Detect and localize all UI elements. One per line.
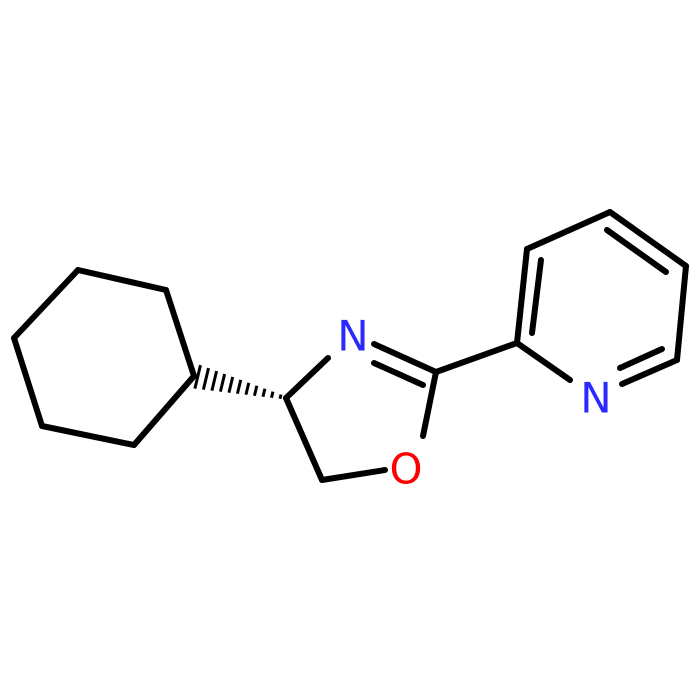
bond-c5-c4 — [283, 395, 325, 483]
stereo-hashed-wedge-bond — [193, 364, 283, 400]
bond-py6-pyn-inner — [617, 346, 665, 371]
bond-pyn-py2 — [514, 340, 573, 383]
bond-py3-py4 — [524, 209, 613, 252]
hash-segment — [235, 379, 243, 395]
bond-cy2 — [163, 287, 197, 379]
bond-n3-c2 — [371, 341, 439, 375]
bond-py4-py5-inner — [604, 227, 669, 275]
hash-segment — [270, 391, 275, 399]
hash-segment — [252, 385, 259, 397]
bond-py2-py3 — [514, 246, 530, 346]
bond-c2-pyridine — [433, 340, 520, 375]
bond-py6-pyn — [619, 357, 680, 387]
bond-c4-n3 — [283, 355, 331, 401]
bond-cy1 — [75, 267, 169, 293]
oxazoline-ring — [283, 341, 439, 483]
bond-py4-py5 — [607, 209, 689, 269]
hash-segment — [227, 376, 235, 394]
atom-label-pyridine-n: N — [580, 374, 611, 423]
hash-segment — [218, 373, 227, 393]
pyridine-ring — [514, 209, 689, 387]
hash-segment — [210, 370, 219, 391]
bond-cy6 — [11, 267, 81, 341]
hash-segment — [201, 367, 210, 390]
bond-py5-py6 — [674, 263, 689, 363]
bond-cy5 — [11, 335, 45, 429]
bond-cy4 — [39, 423, 137, 448]
hash-segment — [193, 364, 202, 389]
atom-label-oxazoline-o: O — [389, 445, 422, 494]
hash-segment — [244, 382, 251, 396]
bond-n3-c2-inner — [371, 360, 426, 388]
bond-o1-c5 — [319, 467, 388, 483]
atom-label-oxazoline-n: N — [337, 312, 368, 361]
hash-segment — [278, 394, 283, 400]
bond-cy3 — [131, 373, 197, 448]
hash-segment — [261, 388, 267, 398]
cyclohexane-ring — [11, 267, 197, 448]
bond-c2-o1 — [420, 369, 439, 439]
bond-py2-py3-inner — [529, 257, 544, 336]
